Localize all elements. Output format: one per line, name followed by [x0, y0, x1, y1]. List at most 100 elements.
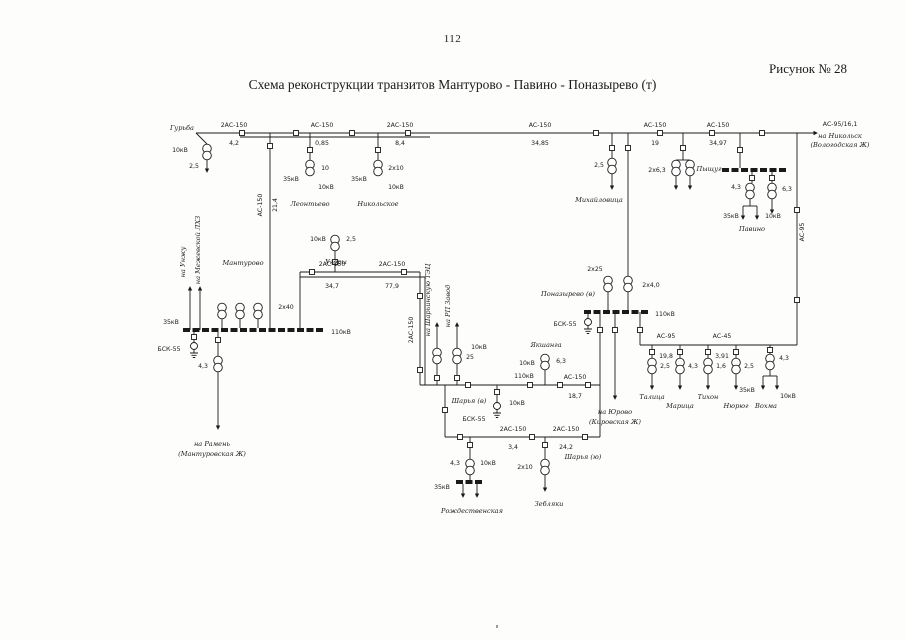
value-label: 10кВ [318, 184, 334, 191]
station-label: Михайловица [574, 196, 623, 204]
station-label: Рождественская [440, 507, 503, 515]
value-label: АС-150 [644, 122, 667, 129]
station-label: Пыщуг [696, 165, 723, 173]
value-label: БСК-55 [462, 416, 485, 423]
station-label: Поназырево (в) [540, 290, 595, 298]
value-label: 2х10 [388, 165, 404, 172]
station-label: на Рамень [194, 440, 230, 448]
page-number: 112 [443, 33, 462, 45]
station-label: Талица [639, 393, 664, 401]
value-label: АС-45 [713, 333, 732, 340]
value-label: 2АС-150 [379, 261, 406, 268]
value-label: АС-150 [564, 374, 587, 381]
value-label: 2х25 [587, 266, 603, 273]
value-label: 6,3 [782, 186, 792, 193]
value-label: 35кВ [351, 176, 367, 183]
station-label: Леонтьево [289, 200, 329, 208]
value-label: АС-150 [311, 122, 334, 129]
value-label: 10кВ [471, 344, 487, 351]
value-label: 0,85 [315, 140, 329, 147]
value-label: 3,91 [715, 353, 729, 360]
value-label: 2АС-150 [500, 426, 527, 433]
value-label: 2,5 [594, 162, 604, 169]
value-label: 35кВ [723, 213, 739, 220]
value-label: БСК-55 [553, 321, 576, 328]
value-label: 2х40 [278, 304, 294, 311]
value-label: 4,3 [731, 184, 741, 191]
value-label: 19,8 [659, 353, 673, 360]
value-label: БСК-55 [157, 346, 180, 353]
value-label: 3,4 [508, 444, 518, 451]
value-label: 4,2 [229, 140, 239, 147]
value-label: 2АС-150 [387, 122, 414, 129]
station-label: на Юрово [598, 408, 632, 416]
value-label: 4,3 [198, 363, 208, 370]
value-label: 2,5 [346, 236, 356, 243]
station-label: (Кировская Ж) [589, 418, 641, 426]
value-label: 18,7 [568, 393, 582, 400]
value-label: 24,2 [559, 444, 573, 451]
value-label: АС-95 [799, 223, 806, 242]
value-label: 6,3 [556, 358, 566, 365]
figure-caption: Рисунок № 28 [769, 61, 847, 76]
value-label: АС-150 [257, 194, 264, 217]
value-label: 34,7 [325, 283, 339, 290]
scan-artifact-dot [496, 625, 498, 628]
value-label: 10кВ [780, 393, 796, 400]
value-label: 2АС-150 [221, 122, 248, 129]
value-label: 35кВ [739, 387, 755, 394]
station-label: Тихон [698, 393, 719, 401]
value-label: 34,85 [531, 140, 549, 147]
value-label: 110кВ [331, 329, 351, 336]
feeder-arrows [187, 130, 818, 498]
station-label: Нюрюг [723, 402, 750, 410]
value-label: 2АС-150 [553, 426, 580, 433]
station-label: Угоры [325, 258, 347, 266]
value-label: 2,5 [189, 163, 199, 170]
value-label: 2,5 [744, 363, 754, 370]
value-label: 1,6 [716, 363, 726, 370]
value-label: 2,5 [660, 363, 670, 370]
value-label: 10кВ [310, 236, 326, 243]
station-label: (Вологодская Ж) [810, 141, 869, 149]
value-label: 35кВ [163, 319, 179, 326]
value-label: 8,4 [395, 140, 405, 147]
station-label: Марица [665, 402, 694, 410]
station-label: Зебляки [535, 500, 564, 508]
value-label: 19 [651, 140, 659, 147]
diagram-title: Схема реконструкции транзитов Мантурово … [248, 77, 657, 92]
value-label: 2АС-150 [319, 261, 346, 268]
value-label: 110кВ [514, 373, 534, 380]
value-label: 10кВ [388, 184, 404, 191]
station-label: на Никольск [818, 132, 862, 140]
value-label: 10 [321, 165, 329, 172]
value-label: 10кВ [519, 360, 535, 367]
value-label: 4,3 [450, 460, 460, 467]
station-label: Павино [738, 225, 765, 233]
station-label: Шарья (ю) [564, 453, 602, 461]
value-label: 10кВ [480, 460, 496, 467]
station-label: на Межевской ЛХЗ [194, 216, 202, 285]
value-label: 110кВ [655, 311, 675, 318]
value-label: 2АС-150 [408, 317, 415, 344]
value-label: 35кВ [434, 484, 450, 491]
capacitor-bank-symbols [189, 318, 593, 418]
value-label: 10кВ [509, 400, 525, 407]
value-label: 35кВ [283, 176, 299, 183]
station-label: Якшанга [529, 341, 561, 349]
value-label: 21,4 [272, 198, 279, 212]
station-label: на РП Завод [444, 285, 452, 328]
value-label: АС-150 [707, 122, 730, 129]
station-label: на Унжу [179, 246, 187, 277]
station-label: на Шарьинскую ТЭЦ [424, 263, 432, 336]
station-label: (Мантуровская Ж) [178, 450, 246, 458]
value-label: 10кВ [765, 213, 781, 220]
value-label: 25 [466, 354, 474, 361]
value-label: 77,9 [385, 283, 399, 290]
value-label: АС-150 [529, 122, 552, 129]
station-label: Гурьба [169, 124, 194, 132]
value-label: 2х10 [517, 464, 533, 471]
busbars [183, 168, 786, 484]
